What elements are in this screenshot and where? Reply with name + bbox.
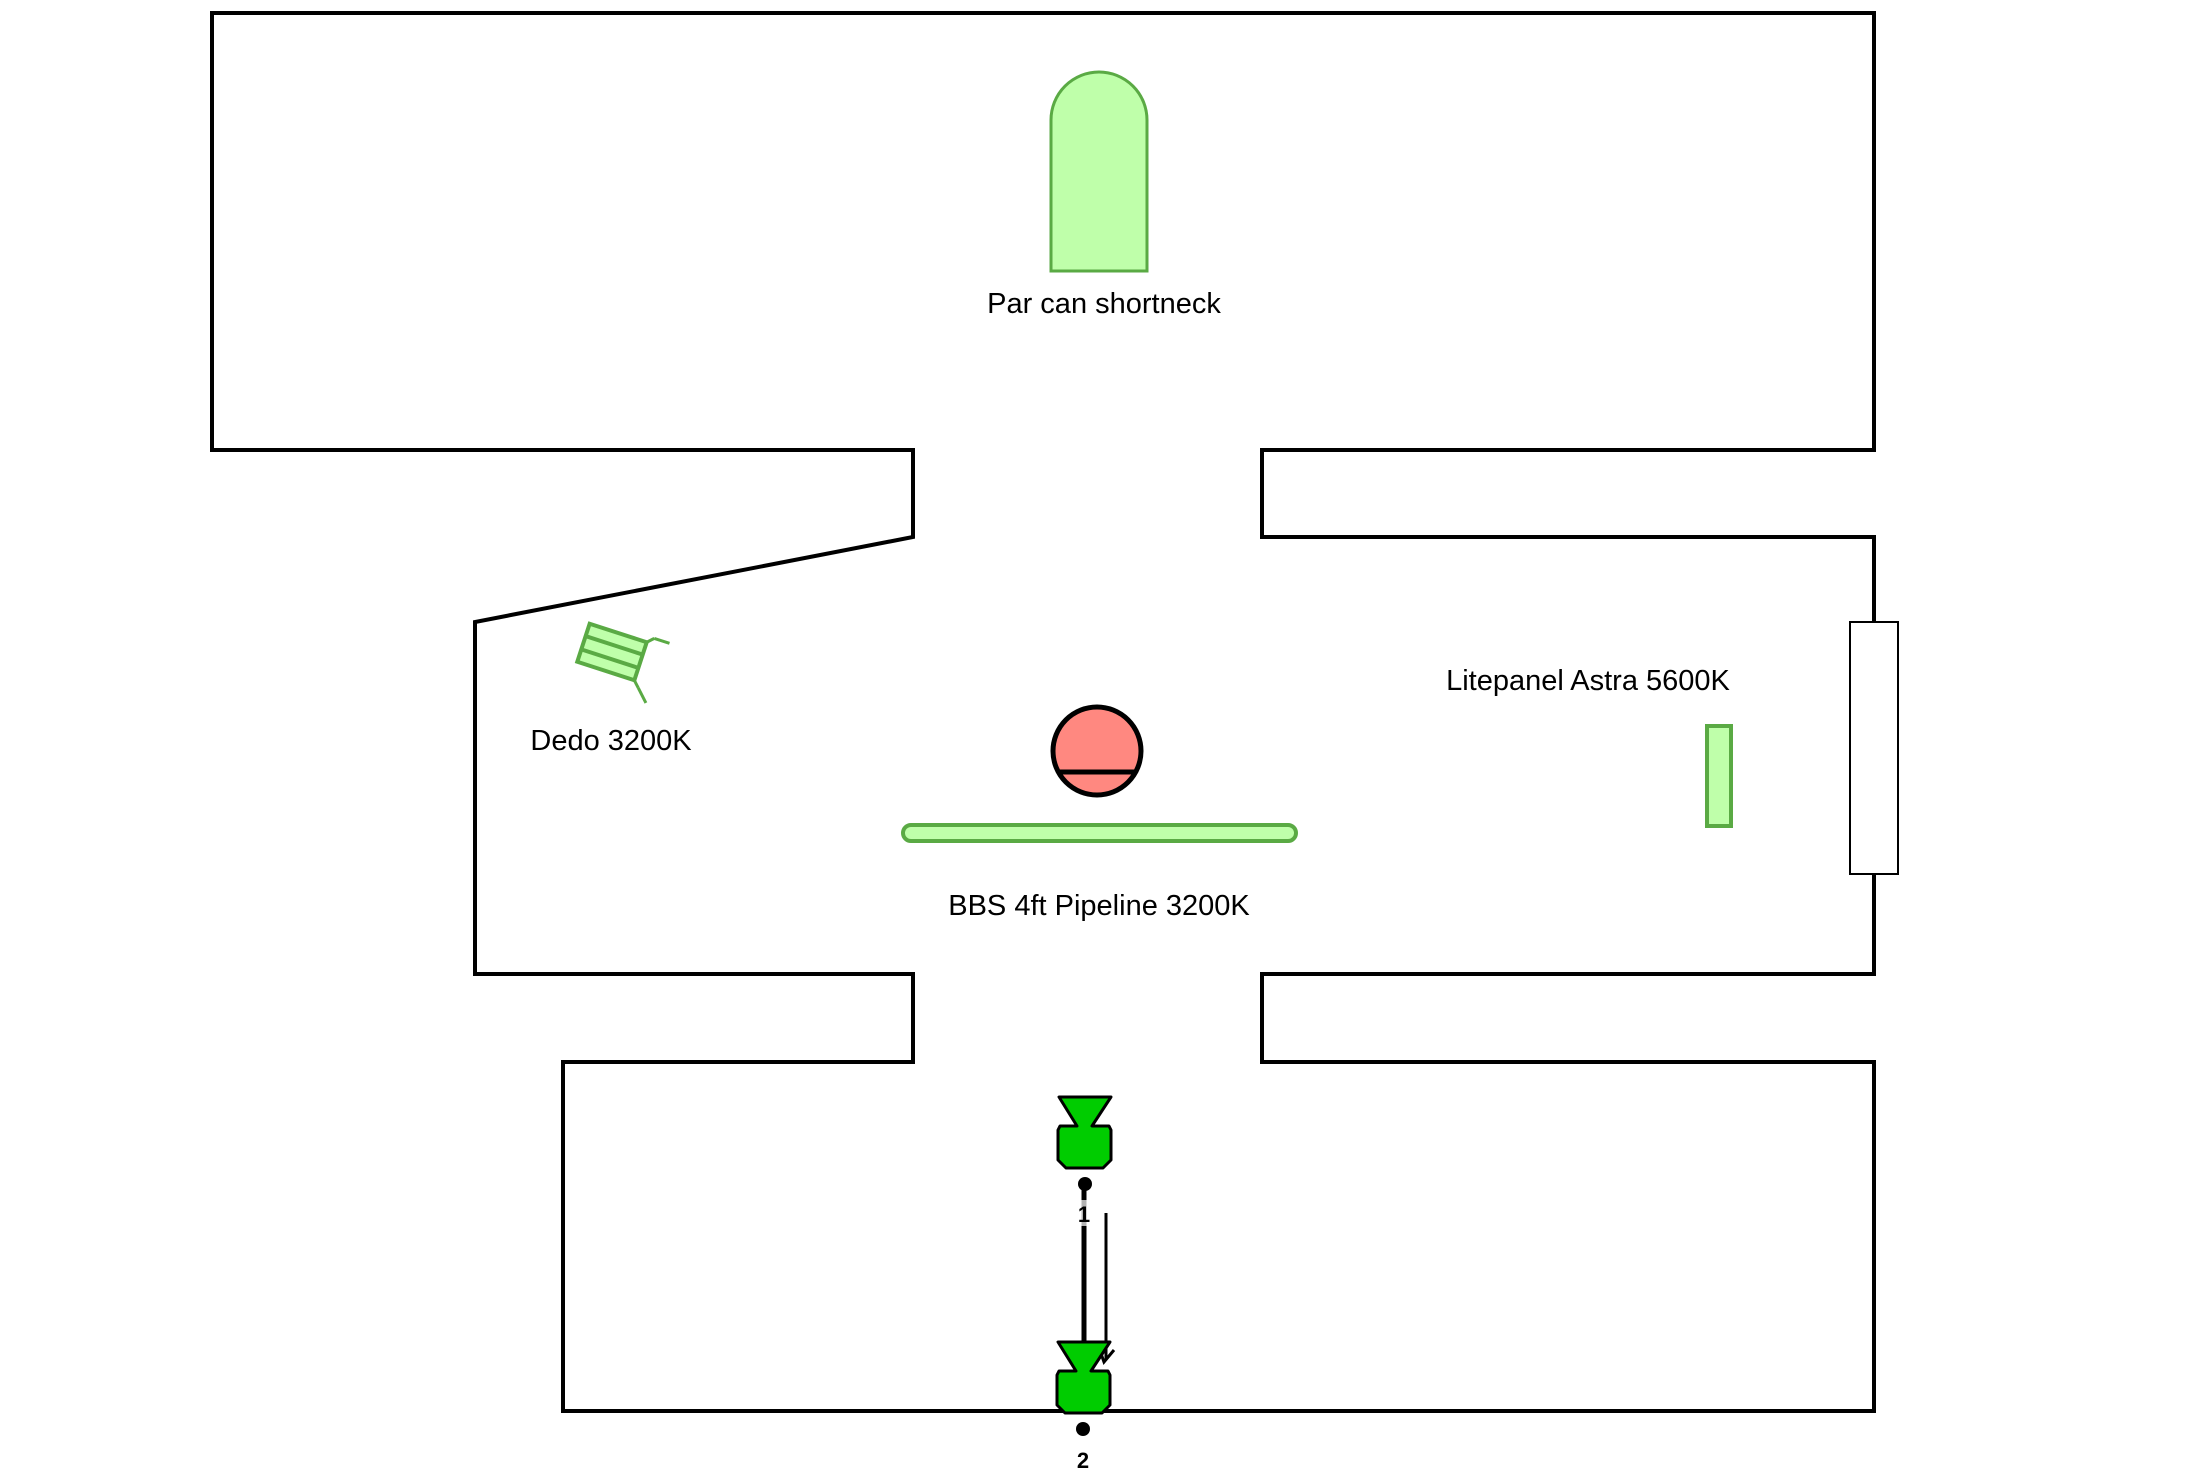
camera-1-number: 1 <box>1078 1202 1090 1227</box>
camera-icon <box>1056 1095 1113 1170</box>
camera-icon <box>1055 1340 1112 1415</box>
camera-2[interactable]: 2 <box>1055 1340 1112 1473</box>
litepanel-label: Litepanel Astra 5600K <box>1446 665 1730 697</box>
par-can-label: Par can shortneck <box>987 288 1221 320</box>
camera-position-dot <box>1078 1177 1092 1191</box>
camera-2-number: 2 <box>1077 1448 1089 1473</box>
par-can-icon <box>1049 70 1149 273</box>
camera-1[interactable]: 1 <box>1056 1095 1113 1227</box>
subject-icon <box>1050 704 1144 798</box>
dedo-icon <box>574 621 670 704</box>
camera-position-dot <box>1076 1422 1090 1436</box>
light-par-can[interactable]: Par can shortneck <box>987 70 1221 320</box>
litepanel-icon <box>1705 724 1733 828</box>
door[interactable] <box>1849 621 1899 875</box>
pipeline-icon <box>901 823 1298 843</box>
subject[interactable] <box>1050 704 1144 798</box>
light-pipeline[interactable]: BBS 4ft Pipeline 3200K <box>901 823 1298 922</box>
dedo-label: Dedo 3200K <box>530 725 692 757</box>
light-dedo[interactable]: Dedo 3200K <box>530 618 692 757</box>
pipeline-label: BBS 4ft Pipeline 3200K <box>948 890 1250 922</box>
camera-number-bg <box>1075 1200 1093 1226</box>
room-walls <box>210 11 1876 1413</box>
light-litepanel[interactable]: Litepanel Astra 5600K <box>1446 665 1733 828</box>
